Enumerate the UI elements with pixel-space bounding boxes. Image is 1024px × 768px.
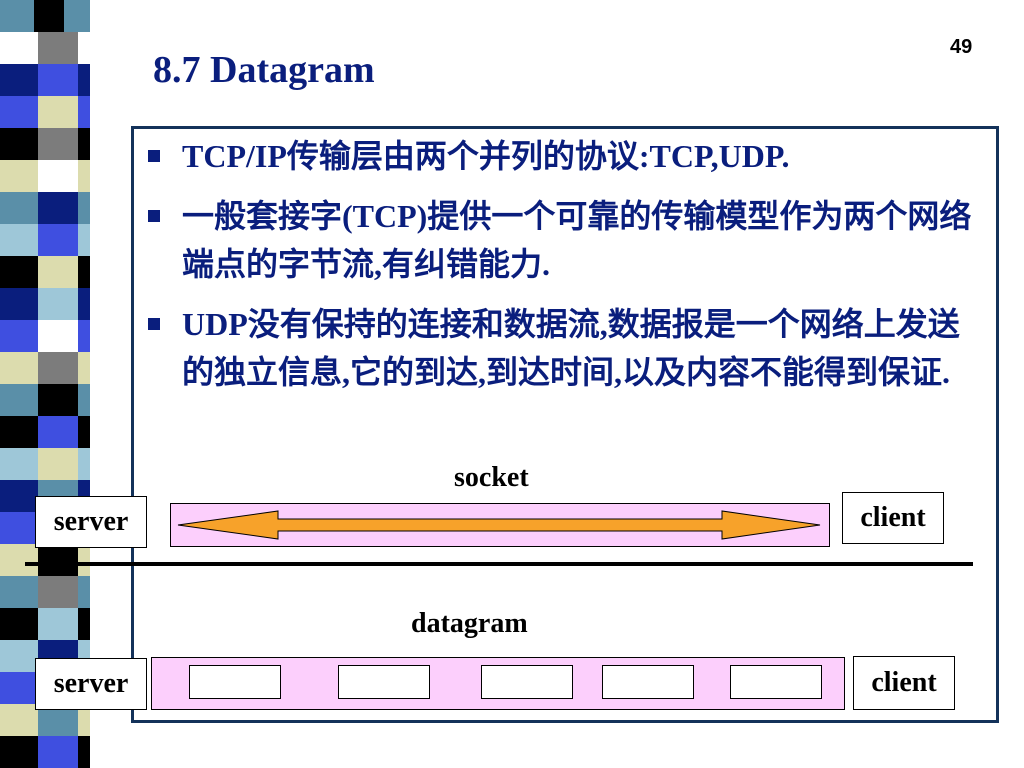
- datagram-packet: [730, 665, 822, 699]
- stripe: [38, 320, 78, 352]
- bullet-item: 一般套接字(TCP)提供一个可靠的传输模型作为两个网络端点的字节流,有纠错能力.: [148, 192, 978, 288]
- bullet-text: UDP没有保持的连接和数据流,数据报是一个网络上发送的独立信息,它的到达,到达时…: [182, 306, 960, 390]
- stripe: [38, 736, 78, 768]
- square-bullet-icon: [148, 210, 160, 222]
- stripe: [38, 32, 78, 64]
- stripe: [0, 0, 34, 32]
- stripe: [38, 256, 78, 288]
- bullet-list: TCP/IP传输层由两个并列的协议:TCP,UDP. 一般套接字(TCP)提供一…: [148, 132, 978, 408]
- datagram-packet: [481, 665, 573, 699]
- bullet-item: UDP没有保持的连接和数据流,数据报是一个网络上发送的独立信息,它的到达,到达时…: [148, 300, 978, 396]
- page-number: 49: [950, 36, 973, 58]
- datagram-packet: [602, 665, 694, 699]
- stripe: [38, 384, 78, 416]
- stripe: [38, 192, 78, 224]
- stripe: [64, 0, 90, 32]
- slide-title: 8.7 Datagram: [153, 49, 375, 91]
- socket-server-box: server: [35, 496, 147, 548]
- socket-pipe: [170, 503, 830, 547]
- stripe: [38, 64, 78, 96]
- stripe: [34, 0, 64, 32]
- stripe: [38, 608, 78, 640]
- stripe: [38, 352, 78, 384]
- content-box: [131, 126, 999, 723]
- section-divider: [25, 562, 973, 566]
- datagram-client-box: client: [853, 656, 955, 710]
- socket-client-box: client: [842, 492, 944, 544]
- stripe: [38, 576, 78, 608]
- decorative-stripe-bar: [0, 0, 100, 768]
- stripe: [38, 288, 78, 320]
- datagram-packet: [338, 665, 430, 699]
- stripe: [38, 160, 78, 192]
- bullet-text: 一般套接字(TCP)提供一个可靠的传输模型作为两个网络端点的字节流,有纠错能力.: [182, 198, 972, 282]
- bullet-item: TCP/IP传输层由两个并列的协议:TCP,UDP.: [148, 132, 978, 180]
- bullet-text: TCP/IP传输层由两个并列的协议:TCP,UDP.: [182, 138, 790, 174]
- datagram-server-box: server: [35, 658, 147, 710]
- bidirectional-arrow-icon: [177, 510, 821, 540]
- square-bullet-icon: [148, 318, 160, 330]
- socket-label: socket: [454, 462, 529, 493]
- stripe: [38, 224, 78, 256]
- datagram-label: datagram: [411, 608, 528, 639]
- square-bullet-icon: [148, 150, 160, 162]
- stripe: [38, 416, 78, 448]
- datagram-packet: [189, 665, 281, 699]
- stripe: [38, 448, 78, 480]
- stripe: [38, 96, 78, 128]
- stripe: [38, 544, 78, 576]
- stripe: [38, 128, 78, 160]
